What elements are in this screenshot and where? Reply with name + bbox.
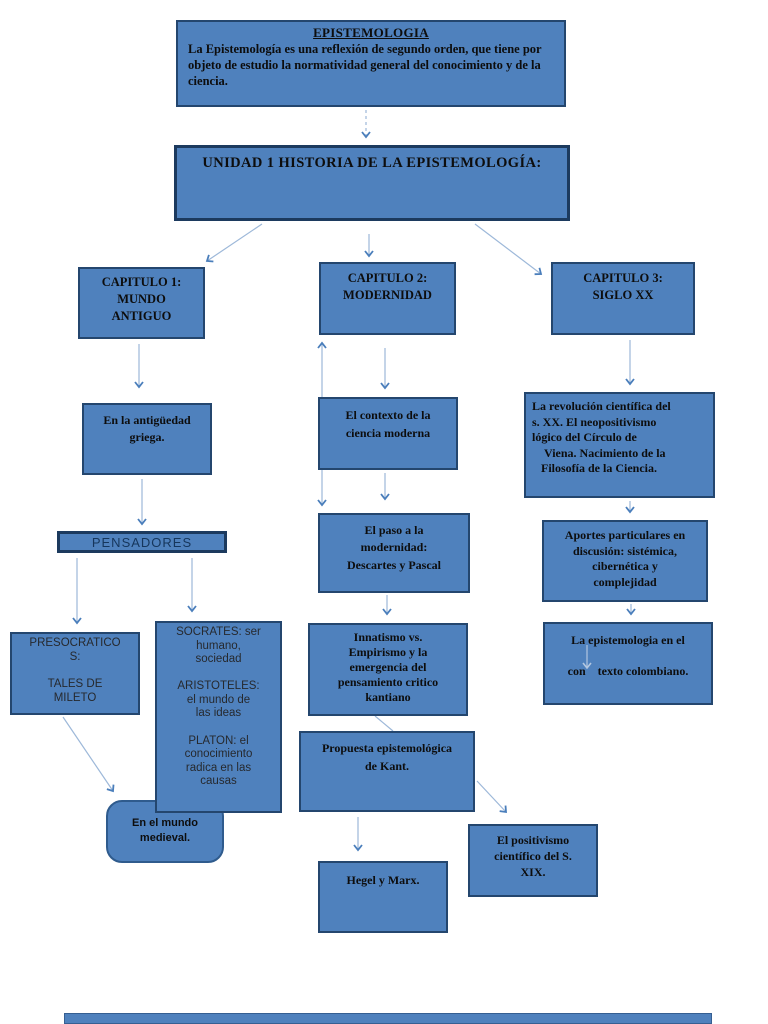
connector-innatismo-to-propuesta <box>374 715 394 732</box>
propuesta-kant-box: Propuesta epistemológica de Kant. <box>299 731 475 812</box>
paso-modernidad-box: El paso a la modernidad: Descartes y Pas… <box>318 513 470 593</box>
antiguedad-griega-box: En la antigüedad griega. <box>82 403 212 475</box>
capitulo-3-box: CAPITULO 3: SIGLO XX <box>551 262 695 335</box>
pensadores-box: PENSADORES <box>57 531 227 553</box>
socrates-aristoteles-platon-box: SOCRATES: ser humano, sociedad ARISTOTEL… <box>155 621 282 813</box>
contexto-ciencia-moderna-box: El contexto de la ciencia moderna <box>318 397 458 470</box>
arrow-presocraticos-to-medieval <box>62 716 115 793</box>
epistemologia-box: EPISTEMOLOGIA La Epistemología es una re… <box>176 20 566 107</box>
arrow-unidad-to-capitulo3 <box>474 223 543 276</box>
arrow-unidad-to-capitulo1 <box>205 223 263 263</box>
unidad-1-box: UNIDAD 1 HISTORIA DE LA EPISTEMOLOGÍA: <box>174 145 570 221</box>
arrow-propuesta-to-positivismo <box>476 780 507 814</box>
presocraticos-box: PRESOCRATICO S: TALES DE MILETO <box>10 632 140 715</box>
revolucion-cientifica-box: La revolución científica del s. XX. El n… <box>524 392 715 498</box>
innatismo-empirismo-box: Innatismo vs. Empirismo y la emergencia … <box>308 623 468 716</box>
epistemologia-definition: La Epistemología es una reflexión de seg… <box>188 42 542 88</box>
hegel-marx-box: Hegel y Marx. <box>318 861 448 933</box>
positivismo-s19-box: El positivismo científico del S. XIX. <box>468 824 598 897</box>
aportes-particulares-box: Aportes particulares en discusión: sisté… <box>542 520 708 602</box>
next-page-edge-bar <box>64 1013 712 1024</box>
capitulo-2-box: CAPITULO 2: MODERNIDAD <box>319 262 456 335</box>
epistemologia-title: EPISTEMOLOGIA <box>313 25 429 40</box>
epistemologia-colombiana-box: La epistemologia en el con texto colombi… <box>543 622 713 705</box>
capitulo-1-box: CAPITULO 1: MUNDO ANTIGUO <box>78 267 205 339</box>
